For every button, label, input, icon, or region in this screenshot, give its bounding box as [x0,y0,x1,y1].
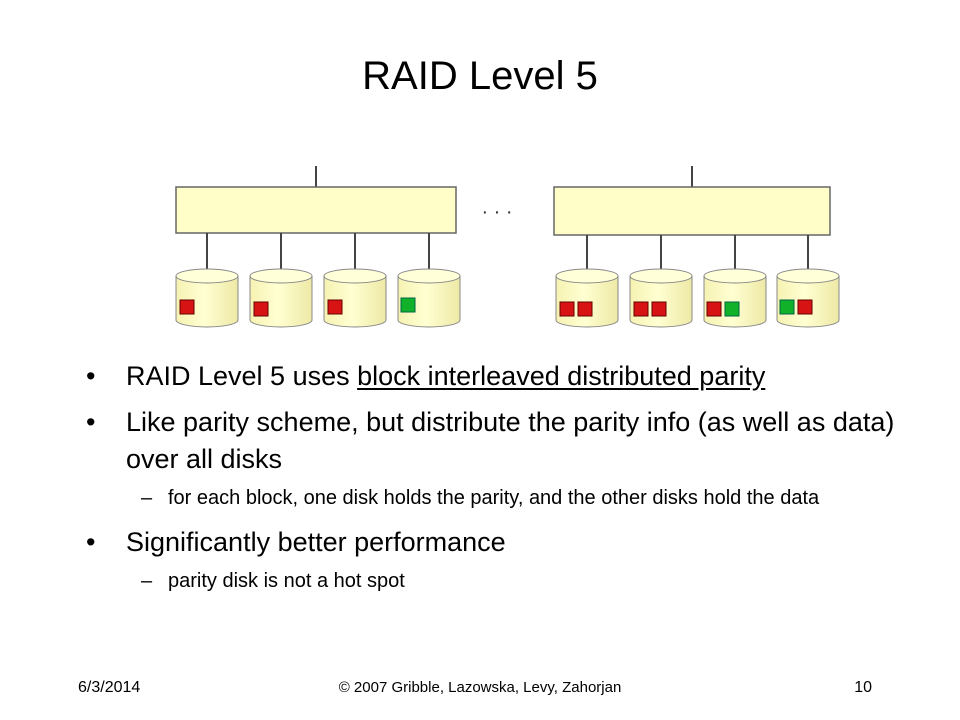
bullet-text: Like parity scheme, but distribute the p… [126,407,895,474]
disk [397,268,461,328]
left-raid-array [175,166,461,328]
disk [249,268,313,328]
bullet-icon: • [86,527,96,557]
disk [555,268,619,328]
parity-block [724,301,740,317]
sub-bullet-item: – parity disk is not a hot spot [86,568,906,595]
controller-box [553,186,831,236]
controller-box [175,186,457,234]
bullet-item: • Significantly better performance [86,524,906,561]
footer-copyright: © 2007 Gribble, Lazowska, Levy, Zahorjan [338,679,622,696]
data-block [651,301,667,317]
disk [703,268,767,328]
parity-block [400,297,416,313]
sub-bullet-text: for each block, one disk holds the parit… [168,487,820,509]
right-raid-array [553,166,840,328]
disk [175,268,239,328]
data-block [179,299,195,315]
slide-title: RAID Level 5 [362,54,598,98]
bullet-list: • RAID Level 5 uses block interleaved di… [86,358,906,607]
data-block [797,299,813,315]
data-block [327,299,343,315]
bullet-text: RAID Level 5 uses [126,361,358,391]
data-block [633,301,649,317]
data-block [559,301,575,317]
data-block [577,301,593,317]
ellipsis: · · · [481,201,512,223]
bullet-item: • Like parity scheme, but distribute the… [86,404,906,478]
data-block [253,301,269,317]
bullet-icon: • [86,361,96,391]
bullet-text: Significantly better performance [126,527,506,557]
bullet-item: • RAID Level 5 uses block interleaved di… [86,358,906,395]
bullet-icon: • [86,407,96,437]
disk [629,268,693,328]
parity-block [779,299,795,315]
dash-icon: – [141,570,153,592]
disk [323,268,387,328]
sub-bullet-item: – for each block, one disk holds the par… [86,485,906,512]
sub-bullet-text: parity disk is not a hot spot [168,570,405,592]
data-block [706,301,722,317]
footer-date: 6/3/2014 [78,679,141,696]
raid5-diagram: · · · [175,166,840,328]
slide-number: 10 [854,679,872,696]
disk [776,268,840,328]
dash-icon: – [141,487,153,509]
underlined-term: block interleaved distributed parity [357,361,766,391]
